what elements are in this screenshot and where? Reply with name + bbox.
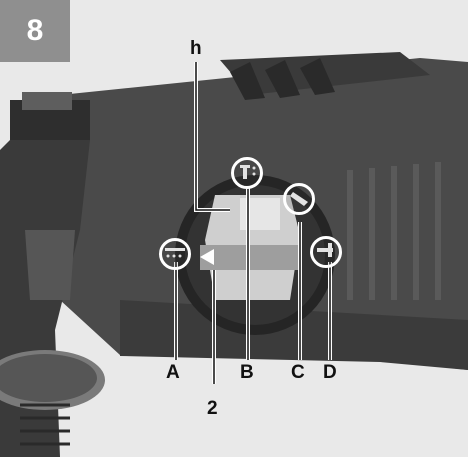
label-a: A xyxy=(166,362,180,383)
figure-number-badge: 8 xyxy=(0,0,70,62)
label-d: D xyxy=(323,362,337,383)
label-h: h xyxy=(190,38,202,59)
label-b: B xyxy=(240,362,254,383)
label-2: 2 xyxy=(207,398,218,419)
label-c: C xyxy=(291,362,305,383)
drill-only-mode-icon xyxy=(159,238,191,270)
hammer-drill-mode-icon xyxy=(231,157,263,189)
chisel-adjust-mode-icon xyxy=(283,183,315,215)
chisel-mode-icon xyxy=(310,236,342,268)
